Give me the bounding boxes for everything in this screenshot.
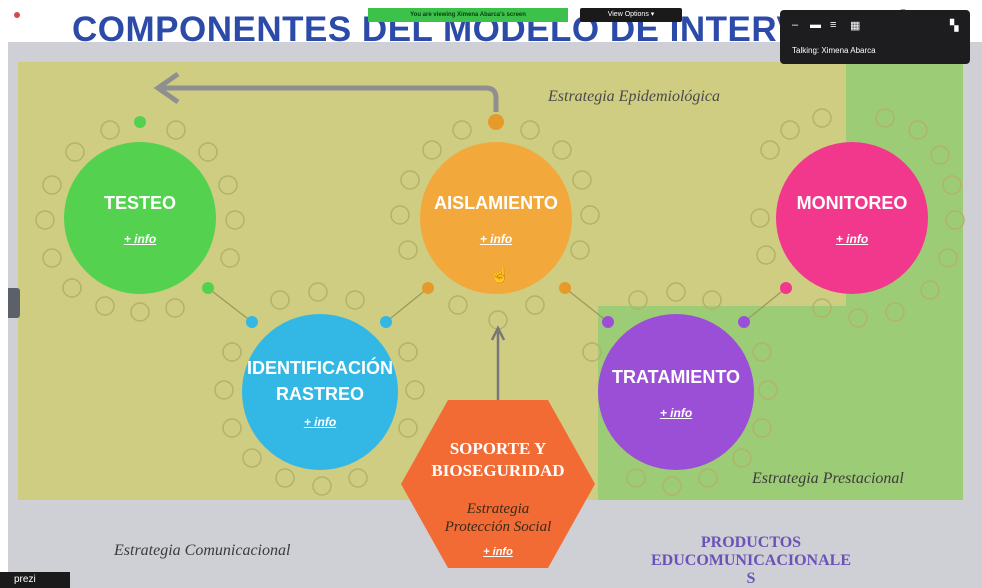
circle-tratamiento[interactable]: TRATAMIENTO + info — [598, 314, 754, 470]
minimize-icon[interactable]: – — [792, 19, 799, 31]
side-panel-handle[interactable] — [8, 288, 20, 318]
single-view-icon[interactable]: ▬ — [810, 19, 821, 31]
tratamiento-info-link[interactable]: + info — [659, 406, 693, 420]
productos-educomunicacionales: PRODUCTOS EDUCOMUNICACIONALE S — [618, 534, 884, 588]
circle-identificacion-rastreo[interactable]: IDENTIFICACIÓN RASTREO + info — [242, 314, 398, 470]
circle-rastreo-label: RASTREO — [275, 384, 364, 404]
hexagon-info-link[interactable]: + info — [483, 546, 513, 558]
productos-line1: PRODUCTOS — [700, 534, 802, 551]
viewing-screen-banner: You are viewing Ximena Abarca's screen — [368, 8, 568, 22]
arrow-head-up — [490, 325, 506, 341]
hexagon-shape — [401, 400, 595, 568]
connector-dots — [134, 114, 792, 328]
testeo-info-link[interactable]: + info — [123, 232, 157, 246]
aislamiento-info-link[interactable]: + info — [479, 232, 513, 246]
circle-testeo[interactable]: TESTEO + info — [64, 142, 216, 294]
productos-line2: EDUCOMUNICACIONALE — [650, 552, 851, 569]
hand-cursor-icon: ☝ — [490, 267, 510, 284]
decorative-rings — [35, 108, 965, 496]
hexagon-strategy: Estrategia Protección Social — [410, 500, 586, 536]
circle-aislamiento[interactable]: AISLAMIENTO + info — [420, 142, 572, 294]
circle-identificacion-label: IDENTIFICACIÓN — [247, 358, 393, 378]
list-view-icon[interactable]: ≡ — [830, 19, 837, 31]
hexagon-title-line1: SOPORTE Y — [449, 439, 547, 458]
hexagon-strategy-line1: Estrategia — [466, 501, 530, 517]
hexagon-title[interactable]: SOPORTE Y BIOSEGURIDAD — [410, 438, 586, 482]
recording-dot-icon — [14, 12, 20, 18]
arrow-to-testeo — [160, 85, 499, 112]
hexagon-strategy-line2: Protección Social — [444, 519, 552, 535]
arrow-head-left — [153, 71, 180, 105]
circle-aislamiento-label: AISLAMIENTO — [434, 193, 558, 213]
view-options-button[interactable]: View Options ▾ — [580, 8, 682, 22]
identificacion-info-link[interactable]: + info — [303, 415, 337, 429]
circle-monitoreo[interactable]: MONITOREO + info — [776, 142, 928, 294]
circle-tratamiento-label: TRATAMIENTO — [612, 367, 740, 387]
talking-indicator: Talking: Ximena Abarca — [792, 46, 876, 55]
circle-monitoreo-label: MONITOREO — [796, 193, 908, 213]
strategy-label-prestacional: Estrategia Prestacional — [752, 470, 904, 487]
connector-lines — [207, 287, 787, 323]
speaker-panel: – ▬ ≡ ▦ ▚ Talking: Ximena Abarca — [780, 10, 970, 64]
circle-testeo-label: TESTEO — [103, 193, 176, 213]
pop-out-icon[interactable]: ▚ — [950, 20, 959, 32]
prezi-logo: prezi — [0, 572, 70, 588]
strategy-label-epidemiologica: Estrategia Epidemiológica — [548, 88, 720, 105]
grid-view-icon[interactable]: ▦ — [850, 20, 861, 32]
hexagon-title-line2: BIOSEGURIDAD — [431, 461, 565, 480]
strategy-label-comunicacional: Estrategia Comunicacional — [114, 542, 291, 559]
monitoreo-info-link[interactable]: + info — [835, 232, 869, 246]
productos-line3: S — [746, 570, 756, 587]
